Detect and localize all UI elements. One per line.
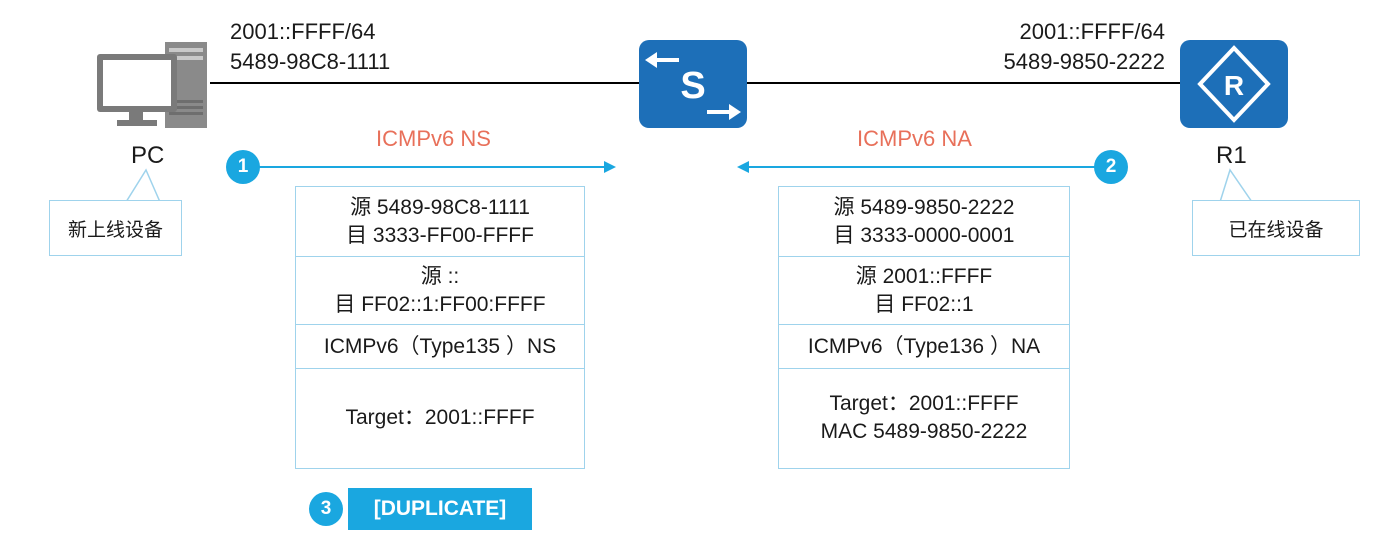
switch-glyph: S [680,65,705,107]
pc-icon [97,42,207,128]
pc-mac: 5489-98C8-1111 [230,49,391,74]
ns-icmp-type: ICMPv6（Type135 ）NS [323,334,557,358]
link-switch-router [745,82,1185,84]
router-glyph: R [1224,70,1244,101]
ns-arrow [258,166,608,168]
router-icon: R [1180,40,1288,128]
link-pc-switch [210,82,640,84]
router-ip: 2001::FFFF/64 [1019,19,1165,44]
na-l2-src: 源 5489-9850-2222 [833,195,1015,219]
na-l2-dst: 目 3333-0000-0001 [833,223,1015,247]
ns-label: ICMPv6 NS [376,126,491,151]
na-arrow [745,166,1097,168]
ns-target: Target：2001::FFFF [345,406,535,429]
na-l3-header: 源 2001::FFFF 目 FF02::1 [779,257,1069,325]
na-step-badge: 2 [1094,150,1128,184]
na-label: ICMPv6 NA [857,126,972,151]
ns-payload: Target：2001::FFFF [296,369,584,467]
router-name: R1 [1216,142,1247,169]
pc-ip: 2001::FFFF/64 [230,19,376,44]
router-mac: 5489-9850-2222 [1003,49,1165,74]
na-l3-src: 源 2001::FFFF [855,264,993,288]
ns-step-badge: 1 [226,150,260,184]
ns-l2-dst: 目 3333-FF00-FFFF [346,223,534,247]
na-packet: 源 5489-9850-2222 目 3333-0000-0001 源 2001… [778,186,1070,469]
ns-icmp-header: ICMPv6（Type135 ）NS [296,325,584,369]
ns-l3-header: 源 :: 目 FF02::1:FF00:FFFF [296,257,584,325]
pc-callout: 新上线设备 [49,200,182,256]
na-target-mac: MAC 5489-9850-2222 [820,420,1028,443]
na-target: Target：2001::FFFF [829,392,1019,415]
router-callout: 已在线设备 [1192,200,1360,256]
pc-name: PC [131,142,165,169]
ns-l2-header: 源 5489-98C8-1111 目 3333-FF00-FFFF [296,187,584,257]
duplicate-tag: [DUPLICATE] [348,488,532,530]
na-payload: Target：2001::FFFF MAC 5489-9850-2222 [779,369,1069,467]
na-l2-header: 源 5489-9850-2222 目 3333-0000-0001 [779,187,1069,257]
ns-packet: 源 5489-98C8-1111 目 3333-FF00-FFFF 源 :: 目… [295,186,585,469]
ns-l2-src: 源 5489-98C8-1111 [350,195,530,219]
na-l3-dst: 目 FF02::1 [874,292,974,316]
na-arrowhead [737,161,749,173]
ns-l3-src: 源 :: [420,264,460,288]
na-icmp-header: ICMPv6（Type136 ）NA [779,325,1069,369]
result-step-badge: 3 [309,492,343,526]
ns-arrowhead [604,161,616,173]
ns-l3-dst: 目 FF02::1:FF00:FFFF [334,292,546,316]
switch-icon: S [639,40,747,128]
na-icmp-type: ICMPv6（Type136 ）NA [807,334,1041,358]
